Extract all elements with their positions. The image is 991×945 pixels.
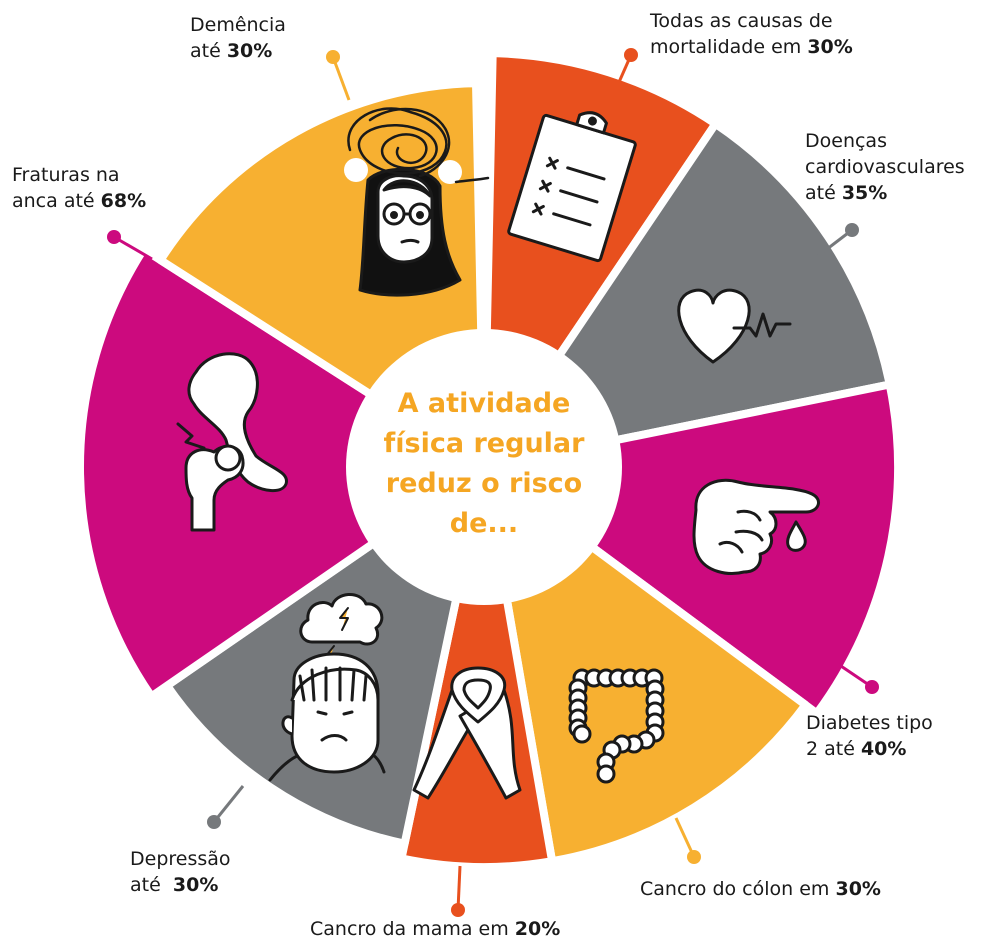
hip-fracture-icon [176,352,288,532]
leader-line-mama [456,865,462,911]
colon-intestine-icon [568,668,665,784]
leader-dot-diabetes [865,680,879,694]
leader-line-mortalidade [610,54,633,99]
awareness-ribbon-icon [412,666,522,800]
leader-line-diabetes [834,660,873,689]
label-diabetes: Diabetes tipo 2 até 40% [806,712,933,760]
leader-line-depressao [212,785,245,823]
leader-line-colon [674,817,696,858]
leader-dot-mortalidade [624,48,638,62]
colon-bead [572,724,592,744]
leader-dot-colon [687,850,701,864]
colon-bead [596,764,616,784]
leader-dot-demencia [326,50,340,64]
label-depressao: Depressão até 30% [130,848,231,896]
center-line-1: A atividade [397,388,571,419]
leader-line-fraturas [113,235,153,261]
center-line-3: reduz o risco [385,468,583,499]
center-circle [346,329,622,605]
label-cardio: Doenças cardiovasculares até 35% [805,130,965,204]
leader-line-cardio [817,228,853,258]
confused-person-scribble-icon [344,107,490,297]
finger-blood-drop-icon [692,478,821,575]
leader-dot-fraturas [107,230,121,244]
leader-line-demencia [331,56,351,101]
center-line-2: física regular [383,428,585,459]
leader-dot-cardio [845,223,859,237]
leader-dot-depressao [207,815,221,829]
center-message: A atividade física regular reduz o risco… [372,384,596,544]
sad-person-storm-cloud-icon [268,593,386,782]
label-demencia: Demência até 30% [190,14,286,62]
label-mama: Cancro da mama em 20% [310,918,561,940]
checklist-clipboard-icon [507,111,637,263]
leader-dot-mama [451,903,465,917]
heart-pulse-icon [677,288,792,364]
center-line-4: de... [449,508,519,539]
label-colon: Cancro do cólon em 30% [640,878,881,900]
label-fraturas: Fraturas na anca até 68% [12,164,147,212]
label-mortalidade: Todas as causas de mortalidade em 30% [650,10,853,58]
